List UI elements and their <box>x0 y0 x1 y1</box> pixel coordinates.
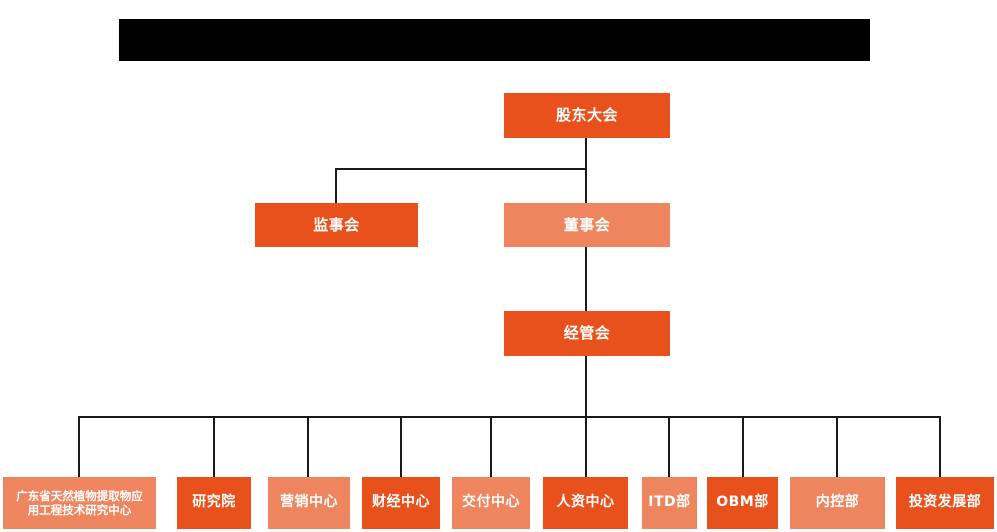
node-label: 交付中心 <box>462 494 520 511</box>
connector-drop-dept-7 <box>668 416 670 477</box>
node-label: 投资发展部 <box>908 494 982 511</box>
node-dept-finance-center[interactable]: 财经中心 <box>362 477 440 529</box>
connector-junction-to-supervisors <box>335 168 337 204</box>
connector-drop-dept-3 <box>307 416 309 477</box>
connector-shareholders-to-junction <box>585 138 587 170</box>
node-label: 经管会 <box>563 324 611 343</box>
node-label: 董事会 <box>563 215 611 234</box>
connector-management-to-bus <box>585 356 587 418</box>
node-board-of-supervisors[interactable]: 监事会 <box>255 203 418 247</box>
connector-drop-dept-8 <box>742 416 744 477</box>
node-label-multiline: 广东省天然植物提取物应 用工程技术研究中心 <box>16 489 143 518</box>
connector-department-bus <box>78 416 940 418</box>
connector-drop-dept-9 <box>836 416 838 477</box>
node-dept-marketing-center[interactable]: 营销中心 <box>268 477 350 529</box>
node-dept-research-institute[interactable]: 研究院 <box>177 477 251 529</box>
node-label: 股东大会 <box>555 106 618 125</box>
connector-junction-horizontal <box>335 168 586 170</box>
connector-drop-dept-2 <box>213 416 215 477</box>
connector-drop-dept-4 <box>400 416 402 477</box>
node-dept-delivery-center[interactable]: 交付中心 <box>452 477 530 529</box>
node-label: OBM部 <box>716 494 769 511</box>
connector-drop-dept-10 <box>939 416 941 477</box>
node-label-line2: 用工程技术研究中心 <box>27 503 132 517</box>
node-shareholders-meeting[interactable]: 股东大会 <box>504 93 670 138</box>
redacted-title-bar <box>119 19 870 61</box>
node-label: 营销中心 <box>280 494 338 511</box>
node-dept-guangdong-research-center[interactable]: 广东省天然植物提取物应 用工程技术研究中心 <box>3 477 156 529</box>
connector-drop-dept-5 <box>490 416 492 477</box>
node-management-committee[interactable]: 经管会 <box>504 311 670 356</box>
connector-junction-to-directors <box>585 168 587 204</box>
connector-drop-dept-6 <box>585 416 587 477</box>
node-label: 研究院 <box>192 494 236 511</box>
node-label: 人资中心 <box>556 494 615 511</box>
node-dept-internal-control[interactable]: 内控部 <box>790 477 885 529</box>
node-label: ITD部 <box>648 494 691 511</box>
node-dept-itd[interactable]: ITD部 <box>642 477 697 529</box>
node-dept-hr-center[interactable]: 人资中心 <box>543 477 628 529</box>
node-label: 财经中心 <box>372 494 430 511</box>
connector-drop-dept-1 <box>78 416 80 477</box>
node-dept-investment-development[interactable]: 投资发展部 <box>896 477 994 529</box>
node-dept-obm[interactable]: OBM部 <box>707 477 778 529</box>
node-board-of-directors[interactable]: 董事会 <box>504 203 670 247</box>
connector-directors-to-management <box>585 247 587 312</box>
node-label: 监事会 <box>313 215 360 234</box>
node-label: 内控部 <box>815 494 860 511</box>
node-label-line1: 广东省天然植物提取物应 <box>16 488 143 503</box>
